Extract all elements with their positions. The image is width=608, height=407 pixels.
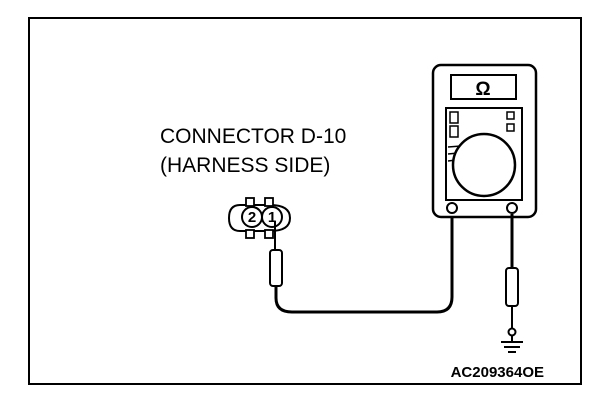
- test-lead-wire: [274, 214, 454, 314]
- pin-1-label: 1: [268, 209, 276, 226]
- probe-ground: [505, 267, 519, 342]
- figure-code: AC209364OE: [451, 364, 544, 381]
- diagram-frame: [28, 17, 582, 385]
- meter-selector-dial: [451, 132, 517, 198]
- pin-2-label: 2: [248, 209, 256, 226]
- meter-jack-left: [446, 202, 458, 214]
- connector-label-line2: (HARNESS SIDE): [160, 154, 330, 177]
- ground-icon: [501, 341, 523, 353]
- meter-jack-right: [506, 202, 518, 214]
- ohm-symbol: Ω: [475, 79, 490, 100]
- connector-pin-1: [261, 206, 283, 228]
- connector-d10: 2 1: [227, 197, 292, 239]
- ohmmeter: Ω: [431, 63, 538, 219]
- meter-display: [450, 74, 517, 100]
- connector-label-line1: CONNECTOR D-10: [160, 125, 346, 148]
